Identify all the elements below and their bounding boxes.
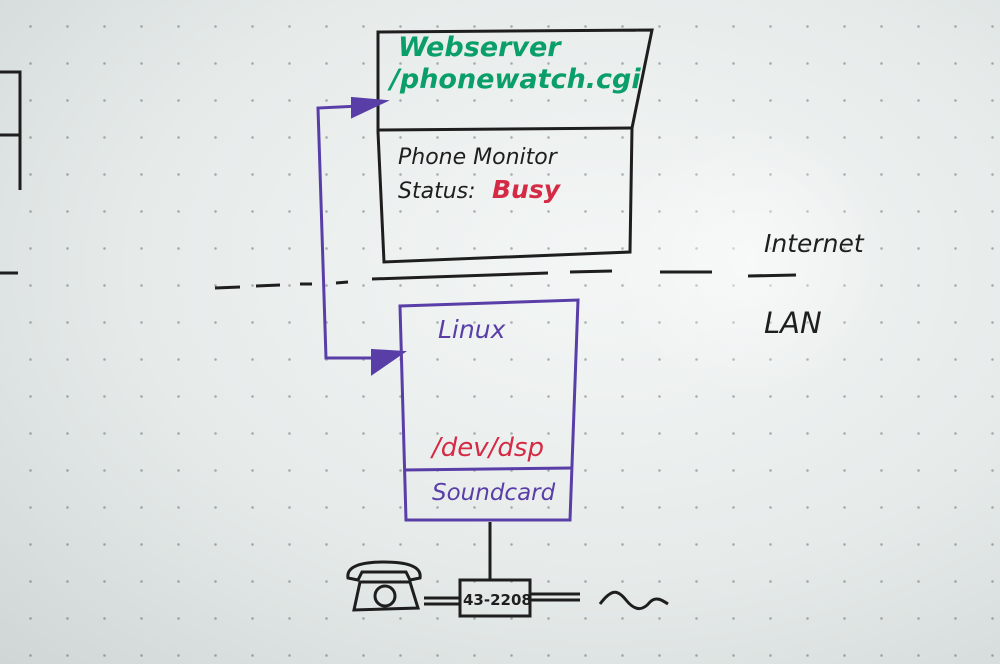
internet-lan-boundary [0,269,797,290]
webserver-title: Webserver [398,32,562,63]
phone-monitor-text: Phone Monitor [398,145,559,170]
internet-label: Internet [764,229,865,258]
linux-box [398,298,580,522]
light-reflection [600,110,900,410]
dev-dsp-label: /dev/dsp [430,433,544,463]
telephone-icon [346,560,422,612]
status-value: Busy [492,175,562,204]
connection-arrow-line [316,104,380,360]
webserver-path: /phonewatch.cgi [387,64,641,95]
webserver-box [376,28,654,264]
phone-number-label: 43-2208 [463,591,532,609]
arrow-head-linux [371,348,407,376]
phone-line [424,590,669,610]
soundcard-label: Soundcard [432,480,556,506]
status-label: Status: [398,179,476,204]
phone-junction-box [458,578,532,618]
linux-label: Linux [438,315,506,344]
lan-label: LAN [764,306,822,340]
arrow-head-webserver [351,96,390,119]
left-edge-partial-box [0,70,22,190]
